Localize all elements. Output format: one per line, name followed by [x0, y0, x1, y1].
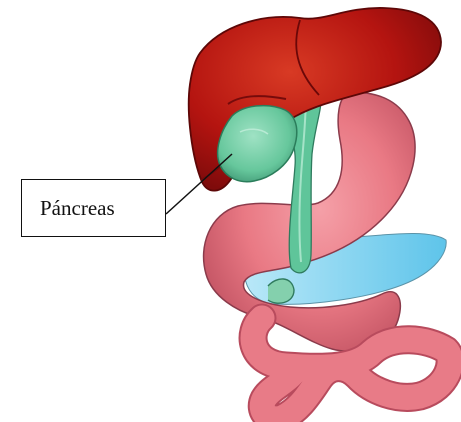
duodenum-illustration — [268, 279, 294, 303]
pancreas-label: Páncreas — [21, 179, 166, 237]
pancreas-label-text: Páncreas — [40, 198, 115, 219]
